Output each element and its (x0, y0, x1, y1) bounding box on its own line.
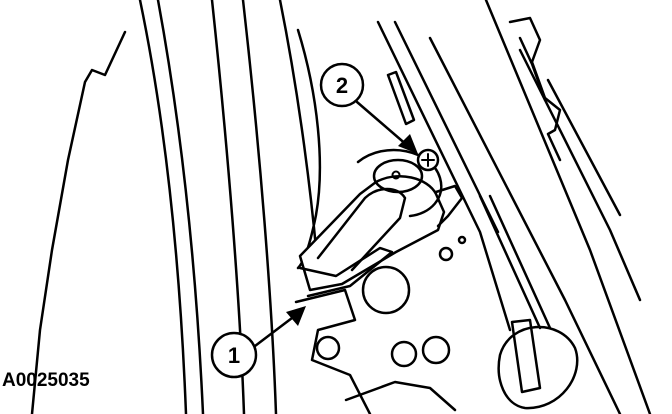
retaining-tab (386, 70, 416, 126)
plate-hole-large (361, 265, 411, 315)
lower-plate (294, 288, 372, 414)
callout-2: 2 (319, 62, 365, 108)
trim-line-4 (241, 0, 278, 414)
plate-hole-tiny (457, 235, 467, 245)
actuator-cable (296, 28, 322, 270)
callout-1-arrowhead (286, 306, 306, 326)
actuator-pivot (372, 158, 424, 194)
actuator-arm (316, 187, 407, 272)
frame-line-5 (518, 48, 642, 302)
plate-hole-small (438, 246, 454, 262)
callout-1: 1 (210, 331, 258, 379)
actuator-housing (298, 174, 446, 292)
callout-2-label: 2 (336, 73, 348, 98)
callout-2-leader (355, 100, 410, 148)
callout-2-arrowhead (398, 134, 418, 154)
actuator-base (298, 246, 394, 298)
frame-line-1 (376, 20, 512, 332)
rod-mount-slot (510, 318, 542, 394)
actuator-fin (434, 184, 464, 228)
trim-line-1 (138, 0, 188, 414)
callout-1-label: 1 (228, 343, 240, 368)
pivot-center (391, 170, 401, 180)
plate-hole-3 (421, 335, 451, 365)
plate-hole-1 (315, 335, 341, 361)
plate-hole-2 (390, 340, 418, 368)
frame-line-3 (428, 36, 622, 414)
upper-bracket-inner (518, 36, 547, 102)
trim-line-2 (156, 0, 205, 414)
callout-1-leader (253, 316, 294, 348)
figure-id-label: A0025035 (2, 370, 90, 391)
door-outer-edge (30, 30, 127, 414)
rod-mount (497, 325, 579, 410)
frame-line-4 (484, 0, 652, 414)
actuator-rim (356, 148, 443, 218)
frame-line-6 (546, 78, 622, 217)
screw-cross (421, 153, 435, 167)
plate-edge (344, 380, 457, 412)
linkage-rod (478, 194, 552, 330)
